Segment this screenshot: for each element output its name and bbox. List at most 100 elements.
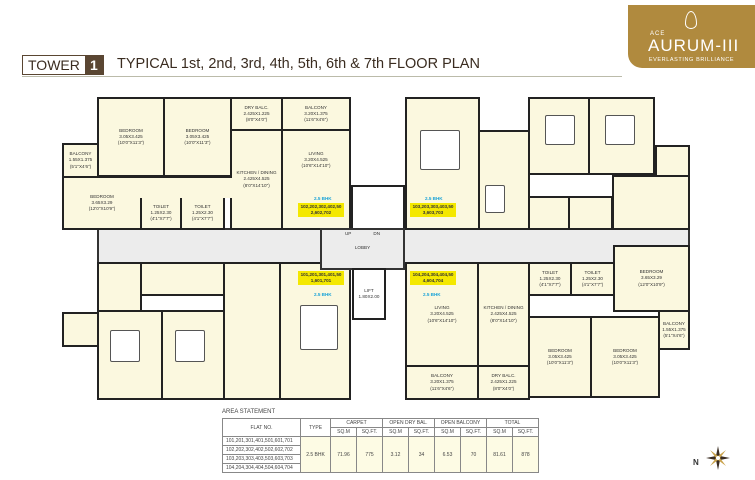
lift-label: LIFT <box>364 287 374 293</box>
room-dry-balcony: DRY BALC.2.425X1.225(8'0"X4'0") <box>477 365 530 400</box>
room-ft: (10'0"X11'3") <box>611 360 639 366</box>
room-name: BEDROOM <box>185 127 210 133</box>
brand-logo: ACE AURUM-III EVERLASTING BRILLIANCE <box>628 5 755 68</box>
room-dim: 2.425X4.525 <box>490 311 517 317</box>
room-name: BALCONY <box>431 373 453 379</box>
room-dim: 3.05X3.425 <box>119 133 143 139</box>
col-sqm: SQ.M <box>330 427 357 437</box>
logo-prefix: ACE <box>650 31 666 37</box>
room-balcony <box>655 145 690 177</box>
room-name: KITCHEN / DINING <box>483 305 524 311</box>
room-dim: 1.55X1.375 <box>662 326 686 332</box>
table-row: 101,201,301,401,501,601,701 2.5 BHK 71.9… <box>222 436 539 473</box>
col-sqft: SQ.FT. <box>460 427 487 437</box>
header-divider <box>22 76 622 77</box>
room-name: TOILET <box>584 269 601 275</box>
room-ft: (11'6"X4'6") <box>430 385 454 391</box>
room-name: BALCONY <box>663 320 685 326</box>
col-sqft: SQ.FT. <box>356 427 383 437</box>
flat-type: 2.5 BHK <box>314 292 332 297</box>
room-name: LIVING <box>308 151 324 156</box>
stair-down-label: DN <box>373 231 381 236</box>
room-name: TOILET <box>153 203 169 209</box>
dry-sqft: 34 <box>408 436 435 473</box>
col-sqft: SQ.FT. <box>512 427 539 437</box>
room-name: BEDROOM <box>639 269 664 275</box>
room-ft: (8'0"X14'10") <box>490 317 517 323</box>
logo-name: AURUM-III <box>648 36 740 55</box>
room-dim: 3.65X3.29 <box>91 199 113 205</box>
lobby-label: LOBBY <box>354 245 371 251</box>
room-kitchen-dining <box>478 130 530 230</box>
room-toilet <box>568 196 613 230</box>
lobby: UP DN LOBBY <box>320 228 405 270</box>
room-ft: (4'1"X7'7") <box>539 282 561 288</box>
room-ft: (4'1"X7'7") <box>581 282 604 288</box>
flat-no-cell: 103,203,303,403,503,603,703 <box>222 454 301 464</box>
leaf-logo-icon <box>685 11 697 29</box>
logo-tagline: EVERLASTING BRILLIANCE <box>648 57 735 63</box>
room-toilet <box>528 196 570 230</box>
bed <box>110 330 140 362</box>
flat-numbers: 101,201,301,401,501,601,701 <box>298 271 344 285</box>
flat-type: 2.5 BHK <box>423 292 441 297</box>
balcony-sqm: 6.53 <box>434 436 461 473</box>
room-dim: 3.05X3.425 <box>185 133 210 139</box>
room-dim: 3.20X1.375 <box>304 110 328 116</box>
room-ft: (11'6"X4'6") <box>304 117 328 123</box>
bed <box>175 330 205 362</box>
room-dim: 3.20X4.525 <box>430 311 454 317</box>
room-ft: (10'0"X11'3") <box>546 360 574 366</box>
room-name: BEDROOM <box>548 347 572 353</box>
balcony-sqft: 70 <box>460 436 487 473</box>
col-open-balcony: OPEN BALCONY <box>434 418 487 428</box>
room-name: TOILET <box>194 203 211 209</box>
room-ft: (5'1"X4'6") <box>663 333 685 339</box>
tower-number: 1 <box>84 56 103 74</box>
flat-no-cell: 101,201,301,401,501,601,701 <box>222 436 301 446</box>
flat-no-cell: 102,202,302,402,502,602,702 <box>222 445 301 455</box>
room-bedroom <box>97 262 142 312</box>
col-sqft: SQ.FT. <box>408 427 435 437</box>
room-dim: 3.05X3.425 <box>613 353 637 359</box>
total-sqm: 81.61 <box>486 436 513 473</box>
col-type: TYPE <box>300 418 331 437</box>
room-name: BALCONY <box>305 104 327 110</box>
flat-type: 2.5 BHK <box>314 196 332 201</box>
col-sqm: SQ.M <box>434 427 461 437</box>
room-ft: (4'1"X7'7") <box>150 216 172 222</box>
room-ft: (12'0"X10'9") <box>638 281 665 287</box>
room-name: KITCHEN / DINING <box>236 170 277 176</box>
room-name: DRY BALC. <box>491 373 516 379</box>
room-dim: 3.65X3.29 <box>641 275 662 281</box>
room-toilets <box>140 262 225 296</box>
room-dim: 1.25X2.30 <box>150 209 172 215</box>
room-dim: 1.25X2.30 <box>192 209 213 215</box>
total-sqft: 878 <box>512 436 539 473</box>
room-dim: 3.20X4.525 <box>304 157 328 163</box>
room-dim: 3.20X1.375 <box>430 379 454 385</box>
type-cell: 2.5 BHK <box>300 436 331 473</box>
col-flat-no: FLAT NO. <box>222 418 301 437</box>
staircase <box>351 185 405 230</box>
flat-type: 2.5 BHK <box>425 196 443 201</box>
flat-no-cell: 104,204,304,404,504,604,704 <box>222 463 301 473</box>
flat-numbers: 103,203,303,403,503,603,703 <box>410 203 456 217</box>
col-open-dry: OPEN DRY BAL. <box>382 418 435 428</box>
stair-up-label: UP <box>344 231 352 236</box>
table-row: 104,204,304,404,504,604,704 <box>222 463 539 473</box>
room-name: BEDROOM <box>119 127 143 133</box>
room-name: TOILET <box>542 269 558 275</box>
flat-numbers: 104,204,304,404,504,604,704 <box>410 271 456 285</box>
col-total: TOTAL <box>486 418 539 428</box>
room-dim: 3.05X3.425 <box>548 353 572 359</box>
